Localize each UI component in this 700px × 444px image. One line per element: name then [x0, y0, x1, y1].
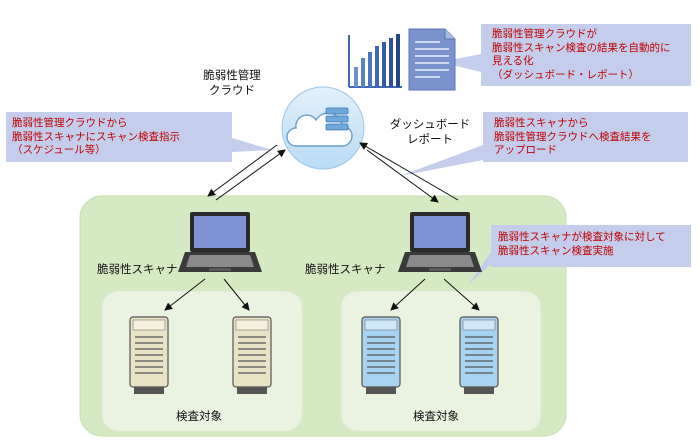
cloud-label-line-1: 脆弱性管理 [203, 68, 261, 82]
callout-instruction-line-3: （スケジュール等） [12, 144, 106, 156]
target-label-left: 検査対象 [176, 409, 222, 423]
cloud-label-line-2: クラウド [209, 83, 255, 97]
dashboard-label: ダッシュボード レポート [380, 117, 480, 147]
server-blue-2-icon [459, 316, 499, 394]
callout-scan-text: 脆弱性スキャナが検査対象に対して 脆弱性スキャン検査実施 [498, 231, 666, 258]
callout-dashboard-line-3: 見える化 [492, 55, 534, 67]
server-beige-1-icon [129, 316, 169, 394]
server-blue-1-icon [361, 316, 401, 394]
arrow-cloud-to-scanner-right [366, 149, 439, 203]
arrow-scan-right-b [443, 278, 480, 311]
callout-dashboard-text: 脆弱性管理クラウドが 脆弱性スキャン検査の結果を自動的に 見える化 （ダッシュボ… [492, 28, 671, 82]
callout-upload-line-3: アップロード [494, 144, 557, 156]
callout-upload-line-1: 脆弱性スキャナから [494, 117, 589, 129]
server-beige-2-icon [232, 316, 272, 394]
scanner-laptop-right-icon [398, 212, 482, 272]
arrow-scan-right-a [390, 278, 426, 311]
scanner-label-right: 脆弱性スキャナ [305, 262, 386, 276]
arrow-cloud-to-scanner-left [207, 144, 278, 197]
bar-chart-icon [348, 34, 402, 88]
callout-dashboard-line-2: 脆弱性スキャン検査の結果を自動的に [492, 41, 671, 54]
callout-dashboard-line-1: 脆弱性管理クラウドが [492, 28, 597, 40]
dashboard-label-line-2: レポート [407, 132, 453, 146]
report-document-icon [408, 28, 456, 91]
callout-instruction-box [6, 112, 272, 162]
callout-scan-line-2: 脆弱性スキャン検査実施 [498, 244, 614, 257]
callout-instruction-line-1: 脆弱性管理クラウドから [12, 117, 128, 129]
callout-scan-line-1: 脆弱性スキャナが検査対象に対して [498, 231, 666, 243]
target-label-right: 検査対象 [413, 409, 459, 423]
callout-upload-text: 脆弱性スキャナから 脆弱性管理クラウドへ検査結果を アップロード [494, 117, 652, 158]
scanner-laptop-left-icon [178, 212, 262, 272]
callout-dashboard-box [440, 24, 691, 86]
arrow-scanner-right-to-cloud [359, 142, 459, 201]
dashboard-label-line-1: ダッシュボード [389, 117, 471, 131]
callout-instruction-text: 脆弱性管理クラウドから 脆弱性スキャナにスキャン検査指示 （スケジュール等） [12, 117, 180, 158]
arrow-scan-left-a [164, 278, 206, 311]
scanner-label-left: 脆弱性スキャナ [97, 262, 178, 276]
callout-upload-line-2: 脆弱性管理クラウドへ検査結果を [494, 130, 652, 143]
arrow-scanner-left-to-cloud [215, 149, 286, 201]
callout-instruction-line-2: 脆弱性スキャナにスキャン検査指示 [12, 130, 180, 143]
cloud-label: 脆弱性管理 クラウド [192, 68, 272, 98]
callout-upload-box [400, 112, 688, 176]
callout-dashboard-line-4: （ダッシュボード・レポート） [492, 68, 639, 81]
cloud-icon [281, 86, 365, 170]
arrow-scan-left-b [223, 278, 250, 311]
